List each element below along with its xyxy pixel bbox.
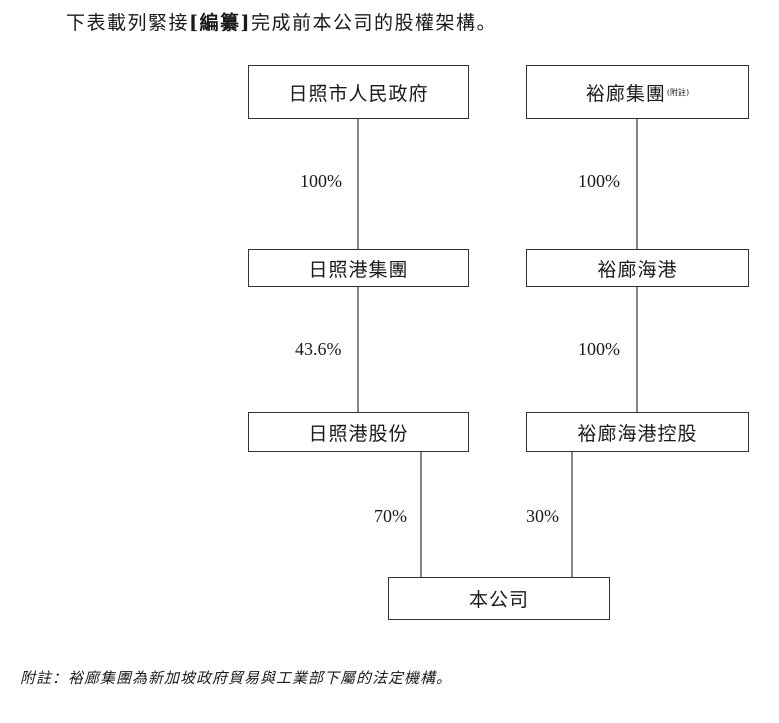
footnote: 附註：裕廊集團為新加坡政府貿易與工業部下屬的法定機構。	[20, 669, 453, 687]
intro-text: 下表載列緊接[編纂]完成前本公司的股權架構。	[66, 8, 497, 35]
label-rizhao-port-shares: 日照港股份	[308, 422, 409, 445]
label-rizhao-gov: 日照市人民政府	[288, 82, 429, 105]
box-company: 本公司	[388, 577, 610, 620]
label-yulang-port: 裕廊海港	[597, 258, 678, 281]
box-rizhao-port-shares: 日照港股份	[248, 412, 469, 452]
pct-port-group-to-shares: 43.6%	[295, 339, 342, 359]
pct-shares-to-company: 70%	[374, 506, 407, 526]
intro-suffix: 完成前本公司的股權架構。	[251, 12, 498, 34]
pct-yulang-group-to-port: 100%	[578, 171, 620, 191]
box-rizhao-port-group: 日照港集團	[248, 249, 469, 287]
label-yulang-group-note: (附註)	[666, 87, 690, 97]
pct-yulang-port-to-holding: 100%	[578, 339, 620, 359]
label-yulang-group: 裕廊集團	[585, 82, 666, 105]
box-yulang-group: 裕廊集團(附註)	[526, 65, 749, 119]
pct-holding-to-company: 30%	[526, 506, 559, 526]
intro-bold: [編纂]	[189, 12, 251, 34]
box-yulang-port: 裕廊海港	[526, 249, 749, 287]
intro-prefix: 下表載列緊接	[66, 12, 190, 34]
box-yulang-port-holding: 裕廊海港控股	[526, 412, 749, 452]
box-rizhao-gov: 日照市人民政府	[248, 65, 469, 119]
label-rizhao-port-group: 日照港集團	[308, 258, 409, 281]
pct-gov-to-port-group: 100%	[300, 171, 342, 191]
label-company: 本公司	[468, 589, 529, 611]
label-yulang-port-holding: 裕廊海港控股	[577, 422, 698, 445]
